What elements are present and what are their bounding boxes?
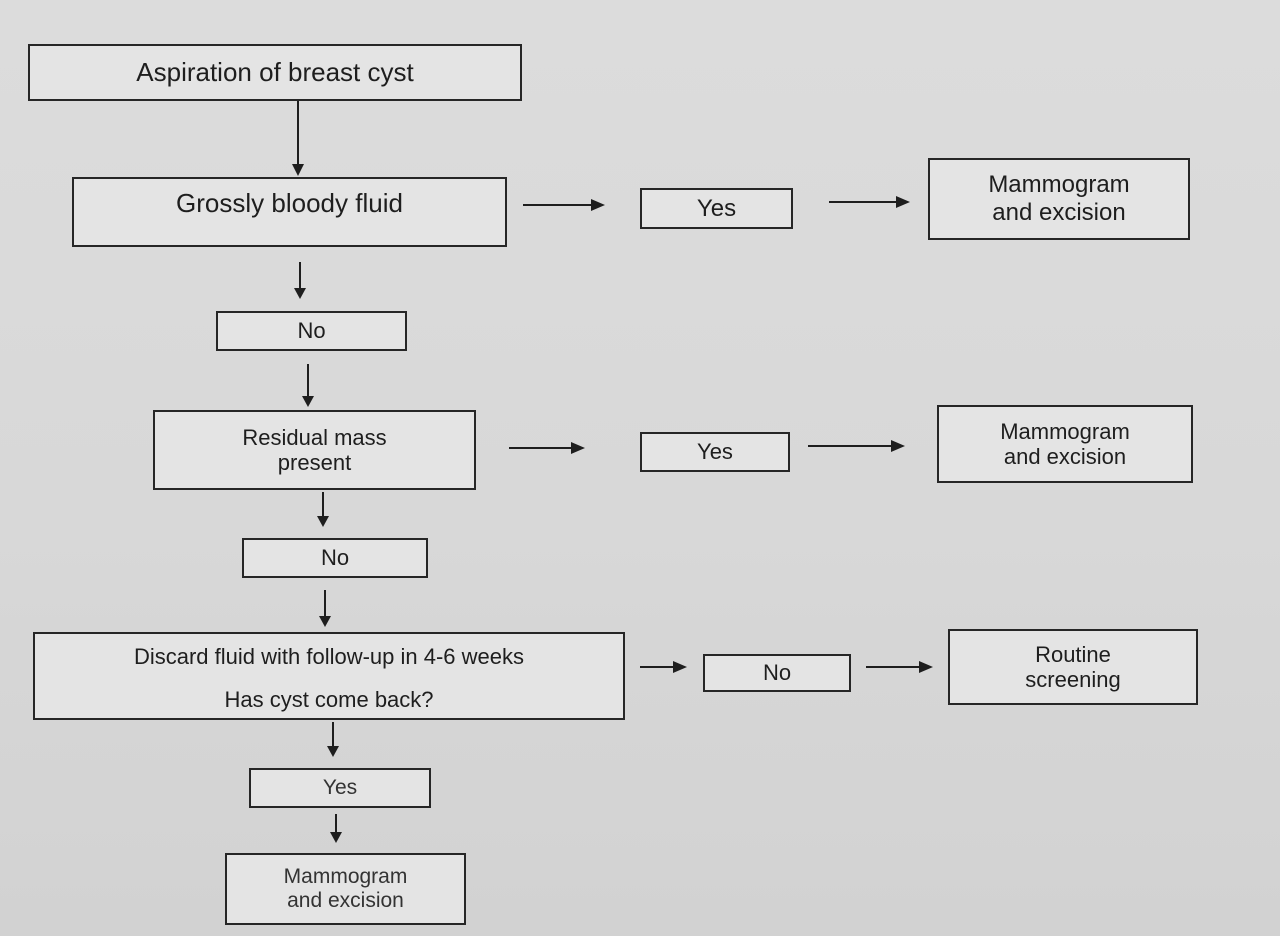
bloody-yes-label: Yes [696, 194, 737, 222]
residual-mass-line-1: Residual mass [242, 424, 387, 450]
arrow-residual-to-no [317, 492, 329, 527]
arrow-discard-to-yes [327, 722, 339, 757]
bloody-yes-node: Yes [640, 188, 793, 229]
residual-yes-result-line-1: Mammogram [1000, 418, 1130, 444]
arrow-yes-to-mammogram-top [829, 196, 910, 208]
arrow-residual-to-yes [509, 442, 585, 454]
arrow-bloody-to-yes [523, 199, 605, 211]
discard-fluid-line-2: Has cyst come back? [224, 686, 434, 712]
residual-yes-result-node: Mammogram and excision [937, 405, 1193, 483]
discard-fluid-node: Discard fluid with follow-up in 4-6 week… [33, 632, 625, 720]
arrow-bloody-to-no [294, 262, 306, 299]
arrow-yes-to-mammogram-middle [808, 440, 905, 452]
recur-no-label: No [762, 660, 792, 686]
arrow-start-to-bloody [292, 100, 304, 176]
residual-no-label: No [320, 545, 350, 571]
bloody-yes-result-node: Mammogram and excision [928, 158, 1190, 240]
residual-mass-line-2: present [277, 450, 352, 475]
discard-fluid-line-1: Discard fluid with follow-up in 4-6 week… [133, 644, 525, 669]
routine-screening-line-2: screening [1025, 667, 1121, 692]
arrow-no-to-discard [319, 590, 331, 627]
routine-screening-line-1: Routine [1035, 641, 1111, 667]
arrow-no-to-routine [866, 661, 933, 673]
residual-mass-node: Residual mass present [153, 410, 476, 490]
bloody-no-label: No [297, 318, 326, 344]
bloody-yes-result-line-1: Mammogram [988, 171, 1130, 199]
residual-yes-label: Yes [697, 439, 733, 465]
recur-no-node: No [703, 654, 851, 692]
bloody-fluid-node: Grossly bloody fluid [72, 177, 507, 247]
recur-yes-node: Yes [249, 768, 431, 808]
recur-yes-result-line-2: and excision [287, 889, 404, 912]
residual-yes-node: Yes [640, 432, 790, 472]
arrow-yes-to-mammogram [330, 814, 342, 843]
bloody-yes-result-line-2: and excision [992, 199, 1126, 226]
bloody-fluid-label: Grossly bloody fluid [176, 188, 403, 218]
bloody-no-node: No [216, 311, 407, 351]
arrow-discard-to-no [640, 661, 687, 673]
recur-yes-result-node: Mammogram and excision [225, 853, 466, 925]
recur-yes-result-line-1: Mammogram [283, 864, 408, 888]
residual-yes-result-line-2: and excision [1003, 444, 1127, 469]
start-node-label: Aspiration of breast cyst [136, 56, 414, 87]
recur-yes-label: Yes [322, 775, 358, 799]
routine-screening-node: Routine screening [948, 629, 1198, 705]
start-node: Aspiration of breast cyst [28, 44, 522, 101]
arrow-no-to-residual [302, 364, 314, 407]
residual-no-node: No [242, 538, 428, 578]
